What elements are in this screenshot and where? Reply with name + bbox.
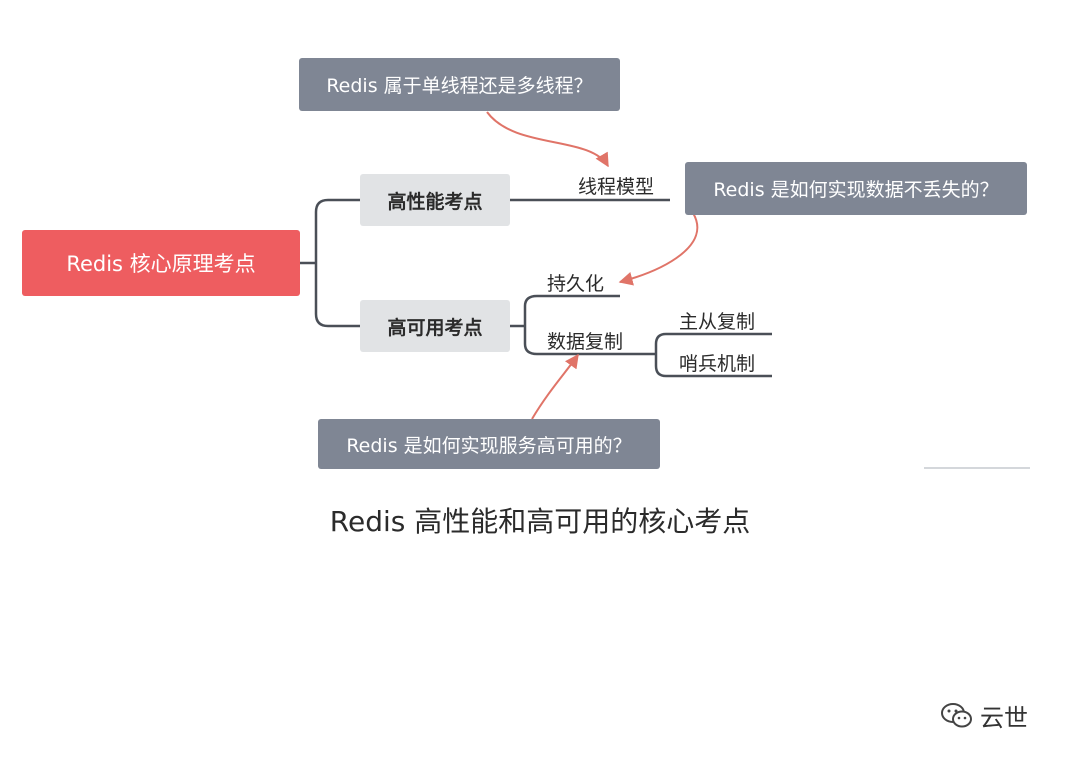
callout-availability-question: Redis 是如何实现服务高可用的？ [318, 419, 660, 469]
wechat-icon [941, 702, 972, 727]
figure-caption: Redis 高性能和高可用的核心考点 [329, 505, 751, 538]
callout-persistence-question: Redis 是如何实现数据不丢失的？ [685, 162, 1027, 215]
arrow-availability-question [531, 353, 579, 420]
leaf-connector-sentinel [654, 354, 772, 378]
leaf-connector-master-slave [654, 332, 772, 354]
callout-availability-label: Redis 是如何实现服务高可用的？ [346, 434, 632, 457]
callout-persistence-label: Redis 是如何实现数据不丢失的？ [713, 179, 999, 201]
leaf-persistence: 持久化 [547, 273, 605, 295]
leaf-thread-model: 线程模型 [578, 176, 655, 198]
callout-thread-label: Redis 属于单线程还是多线程？ [326, 75, 593, 97]
branch-connector-availability [314, 263, 360, 328]
callout-thread-question: Redis 属于单线程还是多线程？ [299, 58, 620, 111]
watermark: 云世 [940, 698, 1028, 733]
branch-node-availability: 高可用考点 [360, 300, 510, 352]
leaf-sentinel: 哨兵机制 [679, 353, 756, 375]
arrow-persistence-question [618, 212, 699, 286]
branch-performance-label: 高性能考点 [387, 190, 483, 213]
leaf-connector-replication [523, 326, 656, 356]
root-label: Redis 核心原理考点 [66, 252, 256, 276]
leaf-connector-persistence [523, 294, 620, 326]
arrow-thread-question [486, 111, 609, 168]
leaf-replication: 数据复制 [547, 331, 624, 353]
branch-connector-performance [314, 198, 360, 263]
root-node: Redis 核心原理考点 [22, 230, 300, 296]
leaf-master-slave: 主从复制 [679, 311, 756, 333]
branch-node-performance: 高性能考点 [360, 174, 510, 226]
watermark-text: 云世 [980, 704, 1028, 732]
branch-availability-label: 高可用考点 [387, 316, 483, 339]
